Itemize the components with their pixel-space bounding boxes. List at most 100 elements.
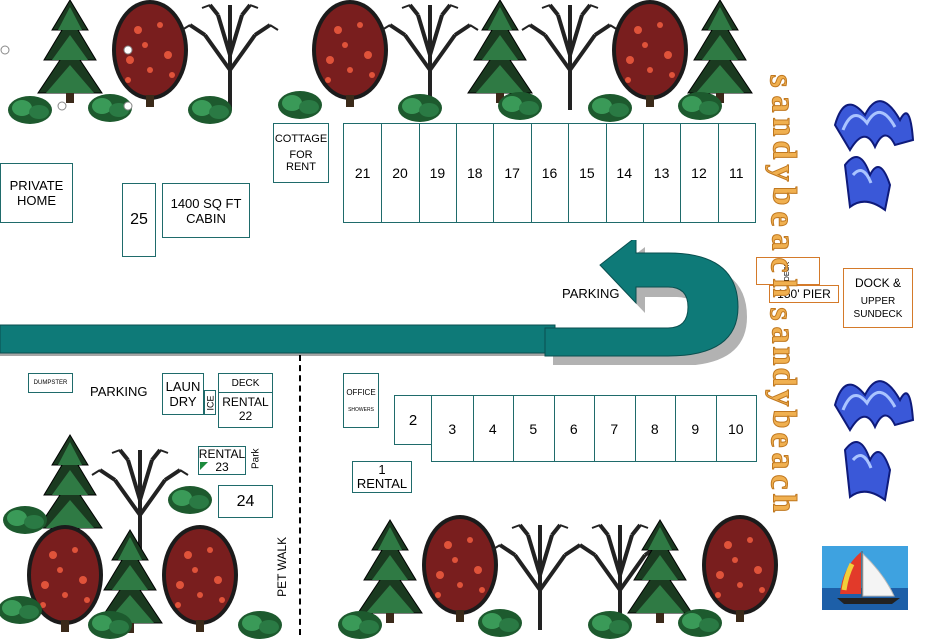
tree-icon [180, 3, 280, 112]
site-15[interactable]: 15 [579, 165, 595, 181]
site-7[interactable]: 7 [610, 420, 619, 437]
wave-icon [833, 380, 915, 502]
tree-icon [162, 525, 238, 632]
deck-small: DECK [756, 257, 820, 285]
laundry[interactable]: LAUN DRY [162, 373, 204, 415]
parking-left-label: PARKING [90, 384, 148, 399]
dumpster: DUMPSTER [28, 373, 73, 393]
dock-line3: SUNDECK [853, 309, 903, 320]
dock-upper-sundeck[interactable]: DOCK & UPPER SUNDECK [843, 268, 913, 328]
bottom-site-divider [553, 396, 555, 461]
site-25[interactable]: 25 [122, 183, 156, 257]
top-tree-line [0, 0, 753, 124]
bottom-site-divider [634, 396, 636, 461]
road-arrow [0, 240, 747, 365]
beach-letter: b [765, 186, 803, 206]
site-20[interactable]: 20 [392, 165, 408, 181]
sailboat-icon [822, 546, 908, 610]
rental-22-label: RENTAL [222, 395, 269, 409]
rental-1-label: RENTAL [356, 476, 408, 491]
site-9[interactable]: 9 [691, 420, 700, 437]
ice-label: ICE [205, 394, 216, 411]
top-site-divider [418, 124, 420, 222]
site-10[interactable]: 10 [727, 420, 744, 437]
beach-letter: s [762, 307, 800, 321]
site-5[interactable]: 5 [529, 420, 538, 437]
laundry-line1: LAUN [165, 379, 201, 394]
site-3[interactable]: 3 [448, 420, 457, 437]
top-site-divider [642, 124, 644, 222]
site-4[interactable]: 4 [488, 420, 497, 437]
top-site-divider [530, 124, 532, 222]
beach-letter: a [764, 233, 802, 251]
parking-main-label: PARKING [562, 286, 620, 301]
beach-letter: b [765, 409, 803, 429]
top-site-divider [456, 124, 458, 222]
rental-22[interactable]: DECK RENTAL 22 [218, 373, 273, 428]
tree-icon [520, 3, 620, 112]
tree-icon [380, 3, 480, 112]
beach-letter: y [764, 389, 802, 407]
rental-23[interactable]: RENTAL 23 [198, 446, 246, 475]
tree-icon [687, 0, 753, 104]
bottom-left-trees [0, 434, 282, 639]
tree-icon [702, 515, 778, 622]
top-site-divider [381, 124, 383, 222]
site-24[interactable]: 24 [218, 485, 273, 518]
cabin-label: 1400 SQ FT CABIN [170, 195, 242, 226]
tree-icon [112, 0, 188, 107]
beach-letter: y [764, 164, 802, 182]
wave-icon [833, 100, 915, 212]
site-6[interactable]: 6 [569, 420, 578, 437]
bottom-site-divider [472, 396, 474, 461]
beach-letter: d [765, 367, 803, 387]
site-16[interactable]: 16 [541, 165, 558, 181]
beach-letter: e [763, 432, 801, 448]
rental-23-num: 23 [215, 459, 229, 474]
site-18[interactable]: 18 [466, 165, 483, 181]
site-11[interactable]: 11 [729, 165, 744, 181]
site-14[interactable]: 14 [616, 165, 632, 181]
tree-icon [37, 434, 103, 539]
top-site-divider [605, 124, 607, 222]
cottage-line1: COTTAGE [274, 133, 328, 145]
office-showers[interactable]: OFFICE SHOWERS [343, 373, 379, 428]
rental-22-num: 22 [238, 409, 253, 423]
pier-label: 150' PIER [777, 287, 831, 301]
bottom-site-divider [513, 396, 514, 461]
tree-icon [422, 515, 498, 622]
cottage-line2: FOR RENT [286, 149, 316, 173]
site-24-label: 24 [236, 492, 255, 510]
beach-letter: a [764, 95, 802, 113]
top-site-divider [717, 124, 719, 222]
dock-line2: UPPER [860, 296, 896, 307]
private-home-label: PRIVATE HOME [9, 178, 64, 208]
site-17[interactable]: 17 [504, 165, 520, 181]
bottom-right-trees [338, 515, 778, 639]
ice: ICE [204, 390, 216, 415]
site-13[interactable]: 13 [653, 165, 670, 181]
site-12[interactable]: 12 [691, 165, 707, 181]
site-2[interactable]: 2 [394, 395, 432, 445]
site-19[interactable]: 19 [429, 165, 446, 181]
dock-line1: DOCK & [854, 276, 901, 290]
bottom-site-divider [594, 396, 595, 461]
beach-letter: a [764, 326, 802, 344]
bottom-site-row: 3 4 5 6 7 8 9 10 [431, 395, 757, 462]
cabin[interactable]: 1400 SQ FT CABIN [162, 183, 250, 238]
top-site-row: 21 20 19 18 17 16 15 14 13 12 11 [343, 123, 756, 223]
site-21[interactable]: 21 [354, 165, 371, 181]
cottage-for-rent[interactable]: COTTAGE FOR RENT [273, 123, 329, 183]
pier: 150' PIER [769, 285, 839, 303]
tree-icon [612, 0, 688, 107]
beach-letter: d [765, 140, 803, 160]
site-8[interactable]: 8 [650, 420, 659, 437]
tree-icon [357, 519, 423, 624]
laundry-line2: DRY [169, 394, 197, 409]
beach-letter: c [763, 257, 801, 273]
tree-icon [37, 0, 103, 104]
site-25-label: 25 [130, 211, 148, 228]
rental-1[interactable]: 1 RENTAL [352, 461, 412, 493]
